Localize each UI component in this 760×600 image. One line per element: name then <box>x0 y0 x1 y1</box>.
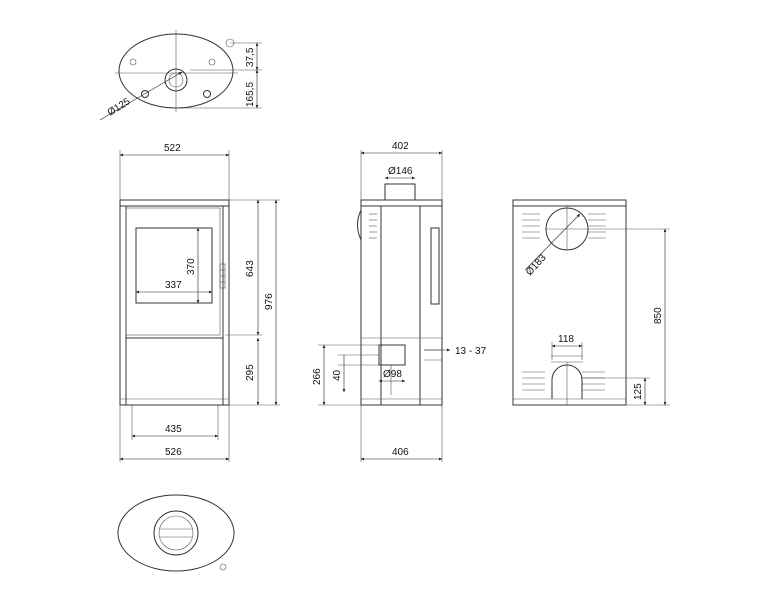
front-height-976-label: 976 <box>264 293 275 310</box>
top-offset-37-5-label: 37,5 <box>245 47 256 67</box>
back-view: Ø183 <box>512 199 670 406</box>
side-air-inlet-diameter-label: Ø98 <box>383 369 402 380</box>
back-air-opening-width-label: 118 <box>558 334 574 345</box>
front-height-643-label: 643 <box>245 260 256 277</box>
back-outlet-height-label: 850 <box>653 307 664 324</box>
back-vent-left-bottom <box>522 371 545 391</box>
back-vent-right-top <box>588 213 606 239</box>
side-view-body <box>360 199 443 406</box>
front-view: 522 337 370 643 295 976 435 526 <box>119 143 280 462</box>
top-flue-collar <box>164 68 188 92</box>
top-flue-diameter-label: Ø125 <box>106 96 133 119</box>
front-glass-height-label: 370 <box>186 258 197 275</box>
side-depth-top-label: 402 <box>392 141 409 152</box>
side-air-inlet <box>378 344 406 366</box>
back-air-opening-height-label: 125 <box>633 383 644 400</box>
front-height-295-label: 295 <box>245 364 256 381</box>
side-flue-top-diameter-label: Ø146 <box>388 166 413 177</box>
front-view-body <box>119 199 230 406</box>
front-base-width-label: 435 <box>165 424 182 435</box>
side-depth-bottom-label: 406 <box>392 447 409 458</box>
front-width-bottom-label: 526 <box>165 447 182 458</box>
top-view: Ø125 37,5 165,5 <box>99 30 262 121</box>
side-air-inlet-offset-label: 40 <box>332 369 343 381</box>
side-air-inlet-height-label: 266 <box>312 368 323 385</box>
front-width-top-label: 522 <box>164 143 181 154</box>
front-door-glass <box>135 227 213 304</box>
back-vent-center <box>551 355 583 363</box>
back-vent-right-bottom <box>582 371 605 391</box>
back-view-body <box>512 199 627 406</box>
bottom-view-outline <box>117 494 235 572</box>
bottom-view <box>117 494 235 572</box>
side-window <box>430 227 440 305</box>
back-vent-left-top <box>522 213 540 239</box>
bottom-air-inlet <box>153 510 199 556</box>
side-view: 402 Ø146 Ø98 266 40 13 - 37 <box>312 141 487 462</box>
side-flue-collar <box>384 183 416 201</box>
front-glass-width-label: 337 <box>165 280 182 291</box>
front-door-frame <box>125 207 221 336</box>
top-offset-165-5-label: 165,5 <box>245 82 256 107</box>
back-outlet-diameter-label: Ø183 <box>524 252 549 278</box>
side-range-13-37-label: 13 - 37 <box>455 346 487 357</box>
